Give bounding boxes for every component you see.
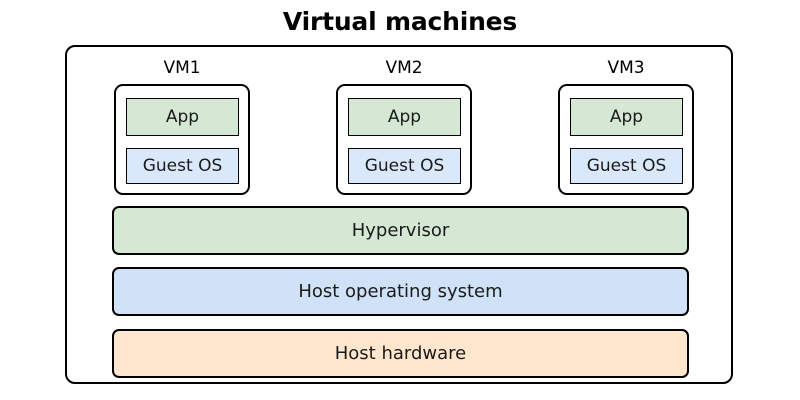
- guest-os-box-3[interactable]: Guest OS: [570, 148, 683, 184]
- vm-block-2[interactable]: VM2 App Guest OS: [336, 57, 472, 205]
- hypervisor-layer[interactable]: Hypervisor: [112, 206, 689, 255]
- guest-os-box-1[interactable]: Guest OS: [126, 148, 239, 184]
- vm-label-2: VM2: [385, 58, 423, 78]
- vm-label-1: VM1: [163, 58, 201, 78]
- vm-block-1[interactable]: VM1 App Guest OS: [114, 57, 250, 205]
- vm-label-3: VM3: [607, 58, 645, 78]
- guest-os-box-2[interactable]: Guest OS: [348, 148, 461, 184]
- host-operating-system-layer[interactable]: Host operating system: [112, 267, 689, 316]
- page-title: Virtual machines: [282, 7, 518, 36]
- vm-block-3[interactable]: VM3 App Guest OS: [558, 57, 694, 205]
- vm-row: VM1 App Guest OS VM2 App Guest OS VM3 Ap…: [114, 57, 694, 205]
- vm-box-3[interactable]: App Guest OS: [558, 84, 694, 195]
- virtualization-stack-container: VM1 App Guest OS VM2 App Guest OS VM3 Ap…: [65, 45, 733, 384]
- app-box-3[interactable]: App: [570, 98, 683, 136]
- app-box-1[interactable]: App: [126, 98, 239, 136]
- vm-box-2[interactable]: App Guest OS: [336, 84, 472, 195]
- app-box-2[interactable]: App: [348, 98, 461, 136]
- host-hardware-layer[interactable]: Host hardware: [112, 329, 689, 378]
- vm-box-1[interactable]: App Guest OS: [114, 84, 250, 195]
